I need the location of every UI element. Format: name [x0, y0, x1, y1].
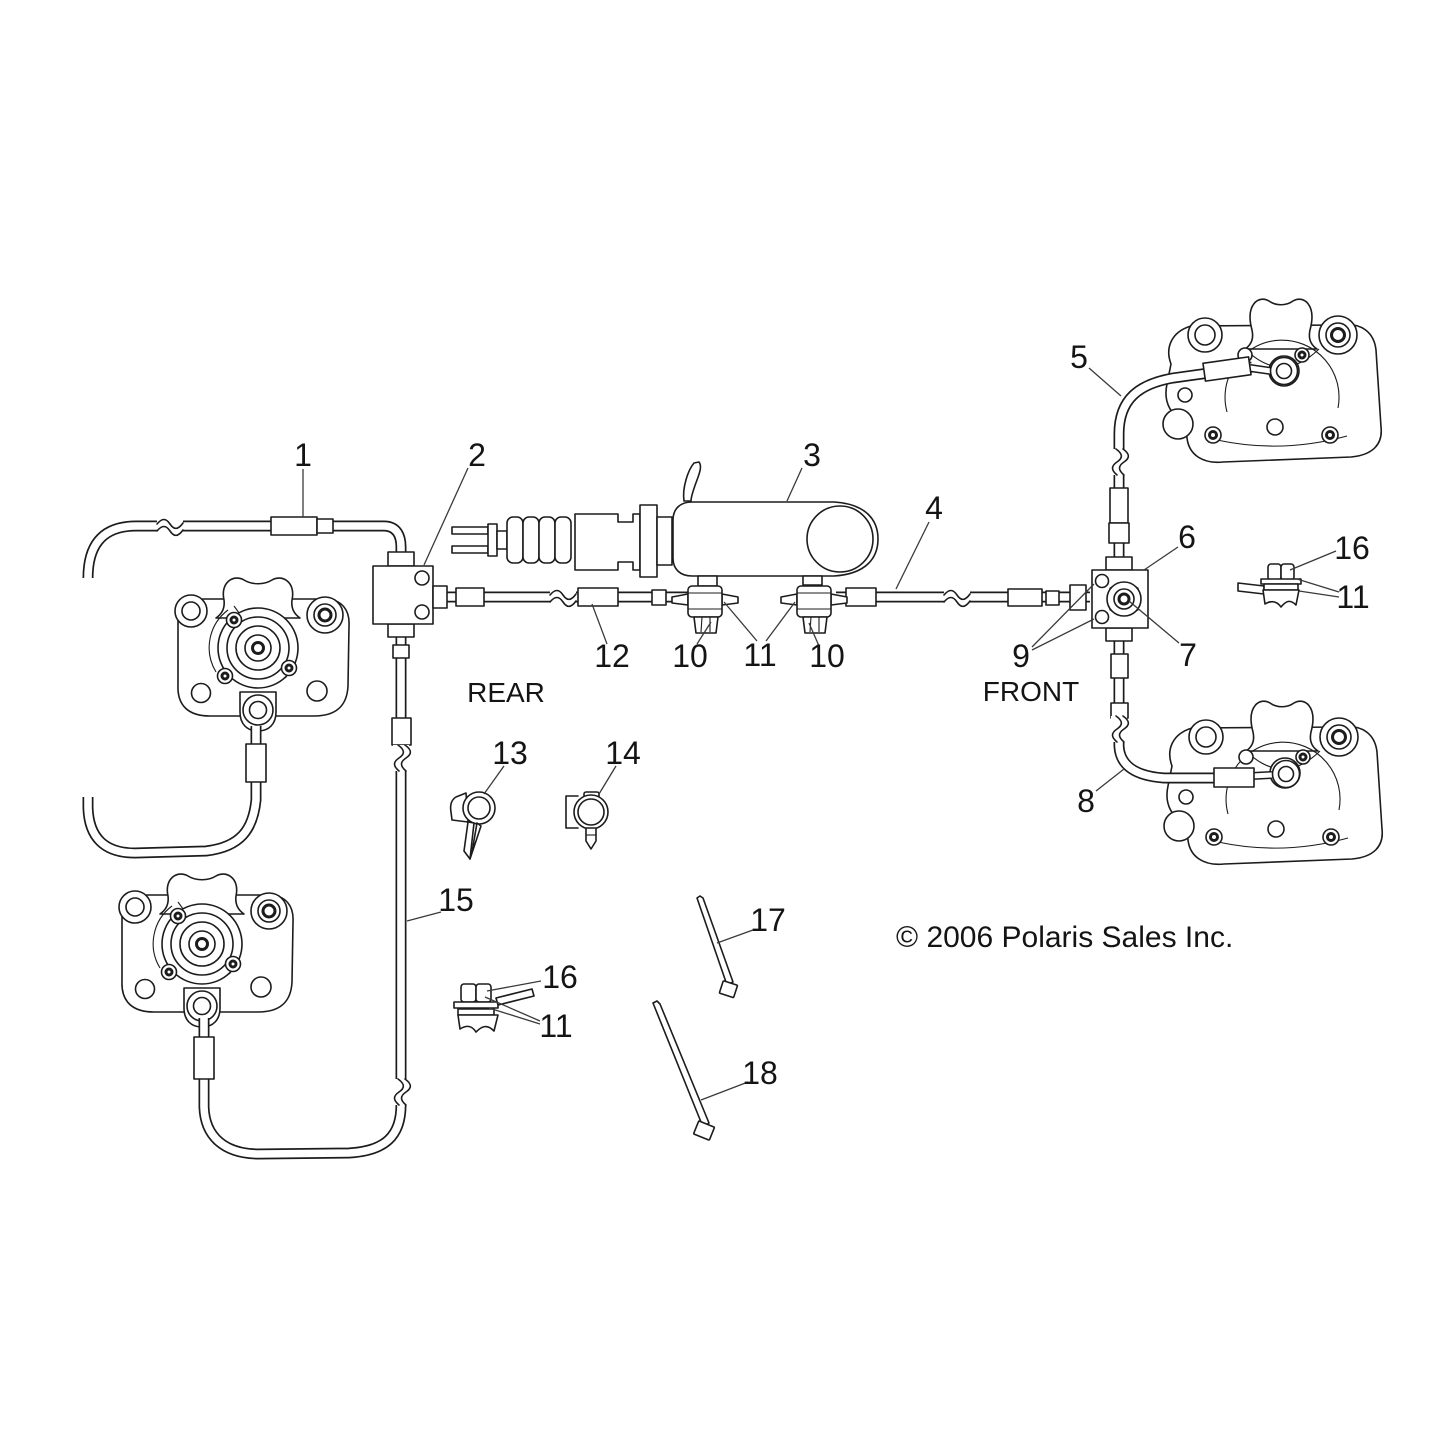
callout-18: 18: [742, 1055, 778, 1091]
cable-tie-18: [652, 1000, 716, 1141]
callout-15: 15: [438, 882, 474, 918]
block-bolt-9a: [1094, 573, 1110, 589]
junction-block-6: [1091, 556, 1149, 642]
clip-13: [449, 791, 496, 860]
lever-blade: [682, 461, 702, 502]
fitting-7: [1106, 581, 1142, 617]
banjo-bolt-10-left: [671, 585, 739, 634]
callout-labels: 1 2 3 4 5 6 7 8 9 10 11 10 12 13 14 15 1…: [294, 339, 1370, 1091]
caliper-rear-lower: [117, 872, 295, 1029]
master-cylinder-3: [451, 461, 879, 634]
caliper-front-upper: [1161, 297, 1383, 464]
caliper-rear-middle: [173, 576, 351, 733]
callout-6: 6: [1178, 519, 1196, 555]
leader-lines: [302, 367, 1340, 1101]
bolt-16-lower: [453, 983, 535, 1033]
callout-4: 4: [925, 490, 943, 526]
callout-2: 2: [468, 437, 486, 473]
callout-1: 1: [294, 437, 312, 473]
callout-8: 8: [1077, 783, 1095, 819]
callout-16a: 16: [1334, 530, 1370, 566]
callout-10b: 10: [809, 638, 845, 674]
callout-14: 14: [605, 735, 641, 771]
front-label: FRONT: [983, 676, 1079, 707]
callout-11b: 11: [1336, 579, 1369, 615]
brake-line-1: [82, 520, 407, 859]
callout-16b: 16: [542, 959, 578, 995]
callout-5: 5: [1070, 339, 1088, 375]
line-fittings: [193, 356, 1301, 1080]
clamp-14: [565, 791, 609, 850]
bolt-16-upper: [1237, 563, 1302, 608]
callout-17: 17: [750, 902, 786, 938]
callout-13: 13: [492, 735, 528, 771]
tee-fitting-2: [372, 551, 448, 638]
cable-tie-17: [696, 895, 739, 999]
callout-12: 12: [594, 638, 630, 674]
boot-bellows: [506, 516, 524, 564]
washer-11-lower: [453, 1001, 499, 1009]
reservoir: [806, 505, 874, 573]
callout-9: 9: [1012, 638, 1030, 674]
callout-10a: 10: [672, 638, 708, 674]
banjo-bolt-10-right: [780, 585, 848, 634]
callout-7: 7: [1179, 637, 1197, 673]
copyright-notice: © 2006 Polaris Sales Inc.: [896, 921, 1233, 954]
callout-11a: 11: [743, 637, 776, 673]
callout-3: 3: [803, 437, 821, 473]
rear-label: REAR: [467, 677, 545, 708]
block-bolt-9b: [1094, 609, 1110, 625]
callout-11c: 11: [539, 1008, 572, 1044]
